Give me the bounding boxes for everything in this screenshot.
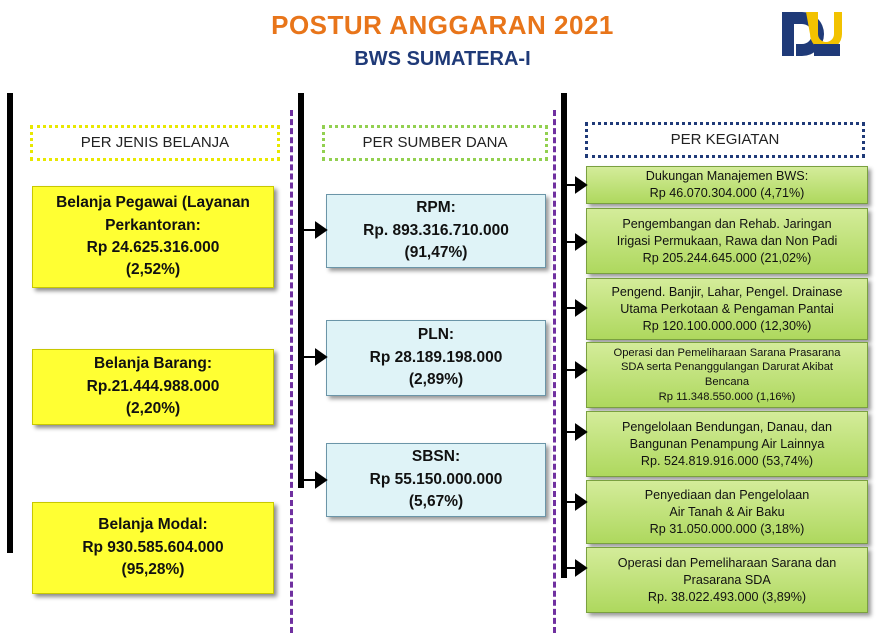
text-line: (95,28%) (121, 561, 185, 579)
text-line: Rp 46.070.304.000 (4,71%) (649, 186, 805, 200)
text-line: Pengelolaan Bendungan, Danau, dan (621, 419, 833, 434)
text-line: Dukungan Manajemen BWS: (645, 169, 809, 183)
text-line: Penyediaan dan Pengelolaan (644, 487, 810, 502)
sumber-dana-item-pln: PLN: Rp 28.189.198.000 (2,89%) (326, 320, 546, 396)
column-divider-solid (7, 93, 13, 553)
text-line: Utama Perkotaan & Pengaman Pantai (620, 301, 834, 316)
text-line: Rp 120.100.000.000 (12,30%) (642, 318, 812, 333)
text-line: (2,52%) (125, 261, 181, 279)
text-line: Belanja Modal: (98, 516, 208, 534)
text-line: Belanja Pegawai (Layanan (56, 194, 250, 212)
arrow-to-kegiatan-3 (575, 299, 588, 317)
column-divider-solid (298, 93, 304, 488)
jenis-belanja-item-barang: Belanja Barang: Rp.21.444.988.000 (2,20%) (32, 349, 274, 425)
jenis-belanja-item-modal: Belanja Modal: Rp 930.585.604.000 (95,28%) (32, 502, 274, 594)
column-divider-dashed (290, 110, 293, 633)
kegiatan-item-dukungan-manajemen: Dukungan Manajemen BWS: Rp 46.070.304.000… (586, 166, 868, 204)
sumber-dana-item-rpm: RPM: Rp. 893.316.710.000 (91,47%) (326, 194, 546, 268)
arrow-to-kegiatan-5 (575, 423, 588, 441)
text-line: Prasarana SDA (683, 572, 771, 587)
text-line: Rp 930.585.604.000 (82, 538, 224, 556)
arrow-to-rpm (315, 221, 328, 239)
column-divider-dashed (553, 110, 556, 633)
text-line: PLN: (417, 326, 455, 344)
text-line: (2,89%) (408, 371, 464, 389)
text-line: Pengembangan dan Rehab. Jaringan (622, 216, 832, 231)
column-divider-solid (561, 93, 567, 578)
text-line: SBSN: (411, 448, 461, 466)
text-line: Rp.21.444.988.000 (86, 377, 220, 395)
text-line: Rp 31.050.000.000 (3,18%) (649, 521, 805, 536)
text-line: Rp. 893.316.710.000 (363, 221, 509, 239)
text-line: Belanja Barang: (93, 355, 212, 373)
text-line: Bangunan Penampung Air Lainnya (629, 436, 825, 451)
text-line: Irigasi Permukaan, Rawa dan Non Padi (616, 233, 838, 248)
text-line: (91,47%) (404, 244, 468, 262)
text-line: (2,20%) (125, 400, 181, 418)
text-line: Pengend. Banjir, Lahar, Pengel. Drainase (611, 284, 843, 299)
header-per-kegiatan: PER KEGIATAN (585, 122, 865, 158)
sumber-dana-item-sbsn: SBSN: Rp 55.150.000.000 (5,67%) (326, 443, 546, 517)
arrow-to-kegiatan-6 (575, 493, 588, 511)
text-line: Bencana (704, 376, 750, 388)
text-line: Rp 205.244.645.000 (21,02%) (642, 250, 812, 265)
text-line: RPM: (416, 199, 456, 217)
page-title: POSTUR ANGGARAN 2021 (271, 10, 614, 40)
text-line: SDA serta Penanggulangan Darurat Akibat (620, 361, 834, 374)
text-line: (5,67%) (408, 493, 464, 511)
arrow-to-sbsn (315, 471, 328, 489)
pupr-logo-icon (776, 4, 846, 66)
arrow-to-kegiatan-7 (575, 559, 588, 577)
arrow-to-pln (315, 348, 328, 366)
arrow-to-kegiatan-2 (575, 233, 588, 251)
text-line: Operasi dan Pemeliharaan Sarana Prasaran… (613, 346, 841, 359)
text-line: Rp 55.150.000.000 (369, 470, 503, 488)
arrow-to-kegiatan-1 (575, 176, 588, 194)
kegiatan-item-operasi-darurat: Operasi dan Pemeliharaan Sarana Prasaran… (586, 342, 868, 408)
text-line: Rp 24.625.316.000 (86, 239, 220, 256)
arrow-to-kegiatan-4 (575, 361, 588, 379)
page-subtitle: BWS SUMATERA-I (354, 48, 531, 70)
text-line: Air Tanah & Air Baku (669, 504, 785, 519)
header-per-sumber-dana: PER SUMBER DANA (322, 125, 548, 161)
text-line: Rp. 38.022.493.000 (3,89%) (647, 589, 807, 604)
text-line: Operasi dan Pemeliharaan Sarana dan (617, 555, 837, 570)
text-line: Rp 11.348.550.000 (1,16%) (658, 390, 796, 403)
kegiatan-item-pengendalian-banjir: Pengend. Banjir, Lahar, Pengel. Drainase… (586, 278, 868, 340)
text-line: Perkantoran: (105, 216, 201, 234)
text-line: Rp 28.189.198.000 (369, 348, 503, 366)
header-per-jenis-belanja: PER JENIS BELANJA (30, 125, 280, 161)
text-line: Rp. 524.819.916.000 (53,74%) (640, 453, 814, 468)
